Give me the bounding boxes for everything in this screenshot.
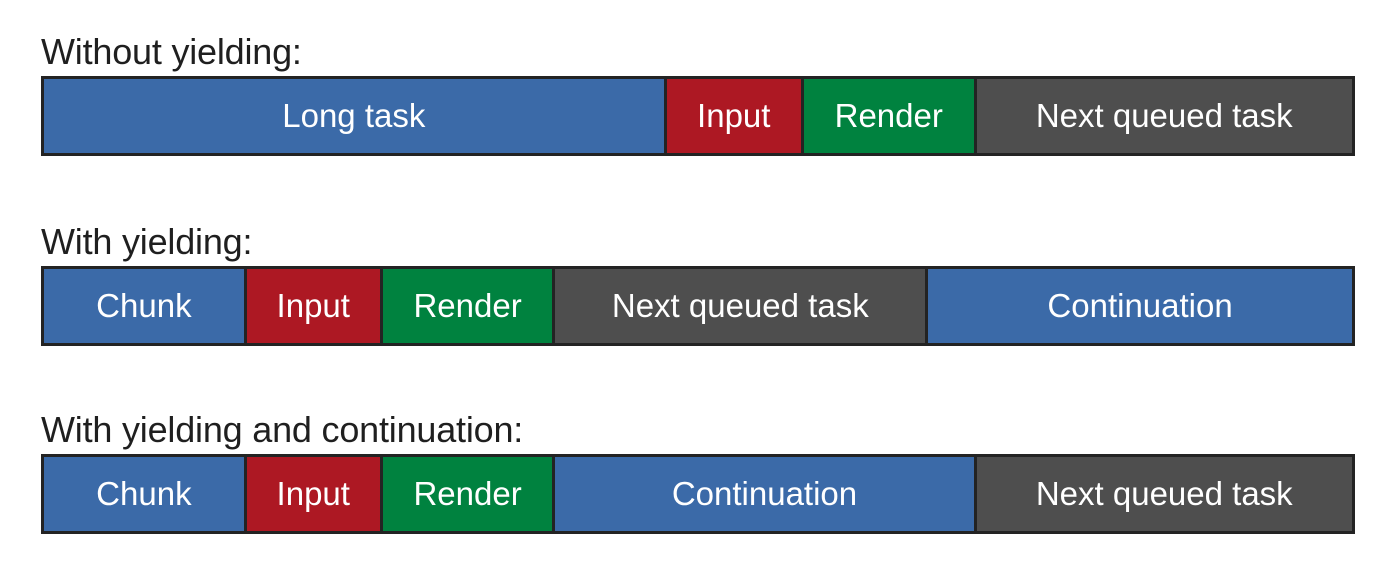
timeline-segment-render: Render	[382, 269, 556, 343]
timeline-segment-label: Render	[834, 97, 943, 134]
timeline-segment-label: Chunk	[96, 287, 192, 324]
timeline-bar: Chunk Input Render Next queued task Cont…	[41, 266, 1355, 346]
timeline-segment-label: Input	[276, 287, 350, 324]
timeline-segment-chunk: Chunk	[44, 457, 247, 531]
timeline-segment-label: Input	[276, 475, 350, 512]
scenario-row-with-yielding-and-continuation: With yielding and continuation: Chunk In…	[41, 408, 1355, 534]
scenario-heading: With yielding and continuation:	[41, 409, 524, 450]
timeline-segment-input: Input	[246, 269, 383, 343]
timeline-segment-continuation: Continuation	[928, 269, 1352, 343]
timeline-segment-long-task: Long task	[44, 79, 667, 153]
timeline-segment-label: Input	[697, 97, 771, 134]
timeline-segment-continuation: Continuation	[555, 457, 977, 531]
timeline-segment-label: Continuation	[671, 475, 858, 512]
timeline-segment-label: Next queued task	[611, 287, 869, 324]
timeline-segment-next-queued-task: Next queued task	[555, 269, 929, 343]
timeline-bar: Chunk Input Render Continuation Next que…	[41, 454, 1355, 534]
timeline-segment-label: Next queued task	[1035, 97, 1293, 134]
timeline-segment-label: Render	[413, 287, 522, 324]
scenario-row-without-yielding: Without yielding: Long task Input Render…	[41, 30, 1355, 156]
timeline-segment-label: Chunk	[96, 475, 192, 512]
timeline-segment-label: Long task	[282, 97, 426, 134]
timeline-segment-chunk: Chunk	[44, 269, 247, 343]
timeline-segment-next-queued-task: Next queued task	[976, 457, 1352, 531]
timeline-segment-label: Next queued task	[1035, 475, 1293, 512]
timeline-segment-next-queued-task: Next queued task	[976, 79, 1352, 153]
scenario-heading: With yielding:	[41, 221, 253, 262]
timeline-bar: Long task Input Render Next queued task	[41, 76, 1355, 156]
scenario-row-with-yielding: With yielding: Chunk Input Render Next q…	[41, 220, 1355, 346]
timeline-segment-input: Input	[246, 457, 383, 531]
timeline-segment-label: Render	[413, 475, 522, 512]
scenario-heading: Without yielding:	[41, 31, 302, 72]
timeline-segment-label: Continuation	[1047, 287, 1233, 324]
timeline-segment-render: Render	[382, 457, 556, 531]
timeline-segment-input: Input	[666, 79, 804, 153]
timeline-segment-render: Render	[803, 79, 977, 153]
